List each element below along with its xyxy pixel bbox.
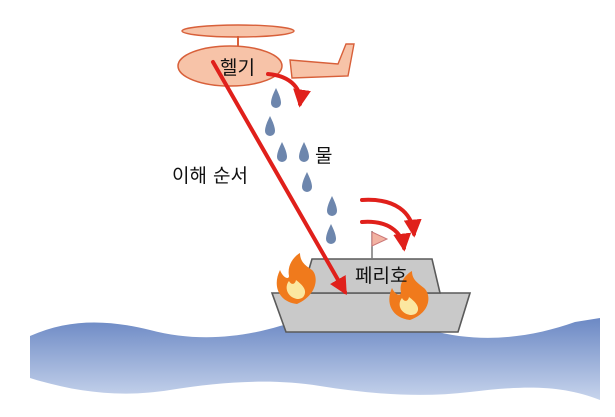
sea-wave-icon: [30, 317, 600, 400]
curved-arrow-helicopter: [266, 72, 311, 108]
curved-arrow-ship-1: [360, 197, 422, 238]
water-label: 물: [315, 145, 332, 167]
reading-order-arrow: [211, 60, 347, 296]
helicopter-label: 헬기: [220, 57, 255, 79]
helicopter-icon: [177, 24, 355, 87]
water-drop-icon: [265, 88, 337, 244]
sequence-arrows: [211, 60, 422, 296]
curved-arrow-ship-2: [360, 219, 412, 252]
fire-icon: [276, 253, 316, 304]
ferry-label: 페리호: [355, 265, 407, 287]
order-label: 이해 순서: [172, 165, 248, 187]
fire-icon-2: [389, 271, 429, 320]
flag-icon: [371, 231, 389, 247]
